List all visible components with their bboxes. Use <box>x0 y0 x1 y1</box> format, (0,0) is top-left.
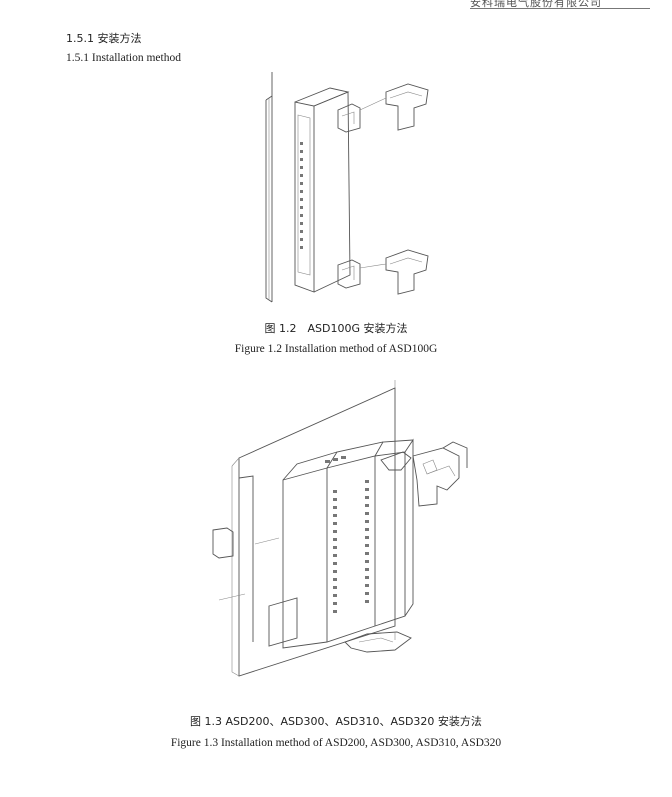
figure-1-3-caption-en: Figure 1.3 Installation method of ASD200… <box>170 737 502 749</box>
figure-asd100g-installation <box>258 70 438 310</box>
figure-asd200-installation <box>205 380 495 680</box>
figure-1-2-caption-cn: 图 1.2 ASD100G 安装方法 <box>264 322 408 335</box>
section-heading-en: 1.5.1 Installation method <box>66 52 181 64</box>
header-text: 安科瑞电气股份有限公司 <box>470 0 602 9</box>
page-header: 安科瑞电气股份有限公司 <box>470 0 650 9</box>
section-heading-cn: 1.5.1 安装方法 <box>66 32 142 45</box>
figure-1-3-caption-cn: 图 1.3 ASD200、ASD300、ASD310、ASD320 安装方法 <box>190 715 482 728</box>
header-rule <box>470 8 650 9</box>
figure-1-2-caption-en: Figure 1.2 Installation method of ASD100… <box>234 343 438 355</box>
